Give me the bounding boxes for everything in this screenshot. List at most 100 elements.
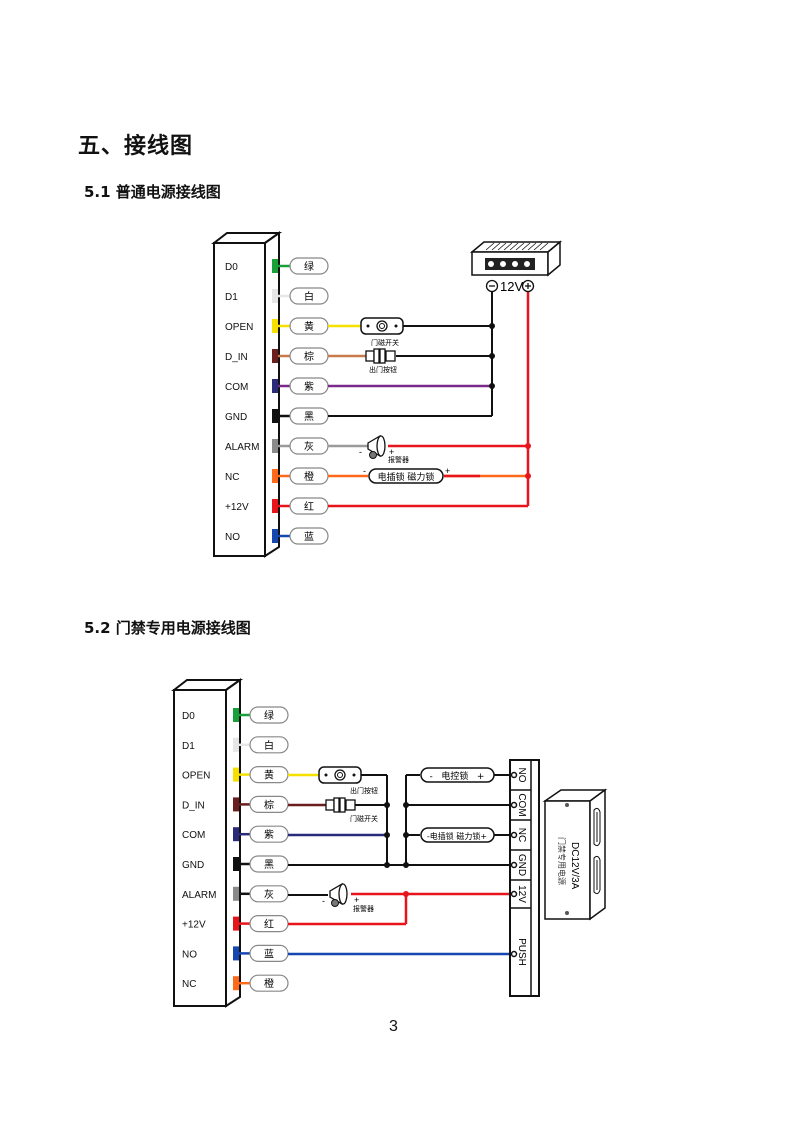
wire-color-name: 白 <box>264 739 274 752</box>
pin-label: D1 <box>225 292 238 303</box>
pin-label: ALARM <box>182 890 216 901</box>
page-number: 3 <box>389 1018 398 1035</box>
terminal-label: 12V <box>516 885 527 903</box>
pin-label: GND <box>225 412 247 423</box>
pin-terminal <box>233 827 239 842</box>
pin-terminal <box>233 857 239 871</box>
pin-label: COM <box>182 830 205 841</box>
lock-label: 电插锁 磁力锁 <box>378 471 435 483</box>
wire-color-name: 灰 <box>304 440 314 453</box>
terminal-screw-icon <box>510 861 518 869</box>
terminal-screw-icon <box>510 831 518 839</box>
pin-terminal <box>233 767 239 782</box>
pin-label: NO <box>225 532 240 543</box>
pin-terminal <box>272 379 278 393</box>
door-sensor-label: 门磁开关 <box>371 338 399 347</box>
alarm-siren-icon <box>367 434 386 459</box>
pin-terminal <box>233 708 239 722</box>
wire-color-tag <box>249 885 289 903</box>
alarm-label: 报警器 <box>353 904 374 913</box>
terminal-label: NC <box>516 828 527 842</box>
pin-label: OPEN <box>225 322 253 333</box>
lock-minus: - <box>363 466 366 476</box>
pin-terminal <box>233 886 239 901</box>
lock-label: -电插锁 磁力锁+ <box>427 831 487 841</box>
d2-wires <box>288 773 512 956</box>
pin-label: GND <box>182 860 204 871</box>
pin-label: D0 <box>225 262 238 273</box>
exit-button-icon <box>318 766 362 784</box>
wire-color-tag <box>289 527 329 545</box>
wire-color-tag <box>249 736 289 754</box>
pin-terminal <box>233 737 239 752</box>
wire-color-name: 橙 <box>304 470 314 483</box>
exit-button-label: 出门按钮 <box>350 786 378 795</box>
exit-button-icon <box>365 348 396 364</box>
door-sensor-icon <box>360 317 404 335</box>
door-sensor-icon <box>325 797 356 813</box>
d1-wires <box>328 292 531 508</box>
door-sensor-label: 门磁开关 <box>350 814 378 823</box>
alarm-plus: + <box>389 447 394 457</box>
power-model-label: DC12V/3A <box>569 842 580 890</box>
pin-terminal <box>233 946 239 961</box>
wire-color-name: 红 <box>304 500 314 513</box>
power-name-label: 门禁专用电源 <box>557 837 567 885</box>
exit-button-label: 出门按钮 <box>369 365 397 374</box>
wire-color-name: 蓝 <box>264 948 274 960</box>
terminal-screw-icon <box>510 771 518 779</box>
wire-color-name: 棕 <box>304 350 314 363</box>
wire-color-name: 红 <box>264 918 274 931</box>
terminal-label: PUSH <box>516 938 527 966</box>
terminal-screw-icon <box>510 890 518 898</box>
pin-label: NC <box>182 979 196 990</box>
pin-terminal <box>272 439 278 453</box>
wire-color-name: 棕 <box>264 798 274 811</box>
section-title: 五、接线图 <box>78 134 194 159</box>
terminal-screw-icon <box>510 950 518 958</box>
electric-lock-box <box>420 767 495 783</box>
pin-label: OPEN <box>182 771 210 782</box>
pin-label: D0 <box>182 711 195 722</box>
pin-terminal <box>272 529 278 543</box>
pin-label: ALARM <box>225 442 259 453</box>
diagram1-title: 5.1 普通电源接线图 <box>84 183 221 201</box>
wire-color-name: 灰 <box>264 888 274 901</box>
access-power-supply: DC12V/3A 门禁专用电源 <box>542 788 608 921</box>
wire-color-tag <box>249 974 289 992</box>
pin-terminal <box>272 469 278 483</box>
wire-color-tag <box>289 257 329 275</box>
pin-label: NO <box>182 949 197 960</box>
pin-row-open: OPEN 黄 <box>225 317 329 335</box>
lock-plus: + <box>445 466 450 476</box>
diagram2-title: 5.2 门禁专用电源接线图 <box>84 619 251 637</box>
alarm-plus: + <box>354 895 359 905</box>
wire-color-name: 白 <box>304 290 314 303</box>
wire-color-tag <box>249 706 289 724</box>
pin-terminal <box>272 289 278 303</box>
wire-color-name: 黄 <box>304 320 314 333</box>
electric-lock-label: - 电控锁 + <box>430 770 485 782</box>
pin-label: D1 <box>182 741 195 752</box>
wire-color-tag <box>289 287 329 305</box>
terminal-label: NO <box>516 768 527 783</box>
pin-label: D_IN <box>182 800 205 811</box>
alarm-siren-icon <box>329 882 348 907</box>
pin-label: D_IN <box>225 352 248 363</box>
pin-terminal <box>272 319 278 333</box>
pin-terminal <box>233 976 239 991</box>
terminal-screw-icon <box>510 801 518 809</box>
wire-color-name: 橙 <box>264 977 274 990</box>
pin-terminal <box>272 349 278 363</box>
wire-color-name: 黑 <box>304 411 314 423</box>
pin-row-alarm: ALARM 灰 <box>225 437 329 455</box>
wire-color-name: 紫 <box>264 829 274 841</box>
